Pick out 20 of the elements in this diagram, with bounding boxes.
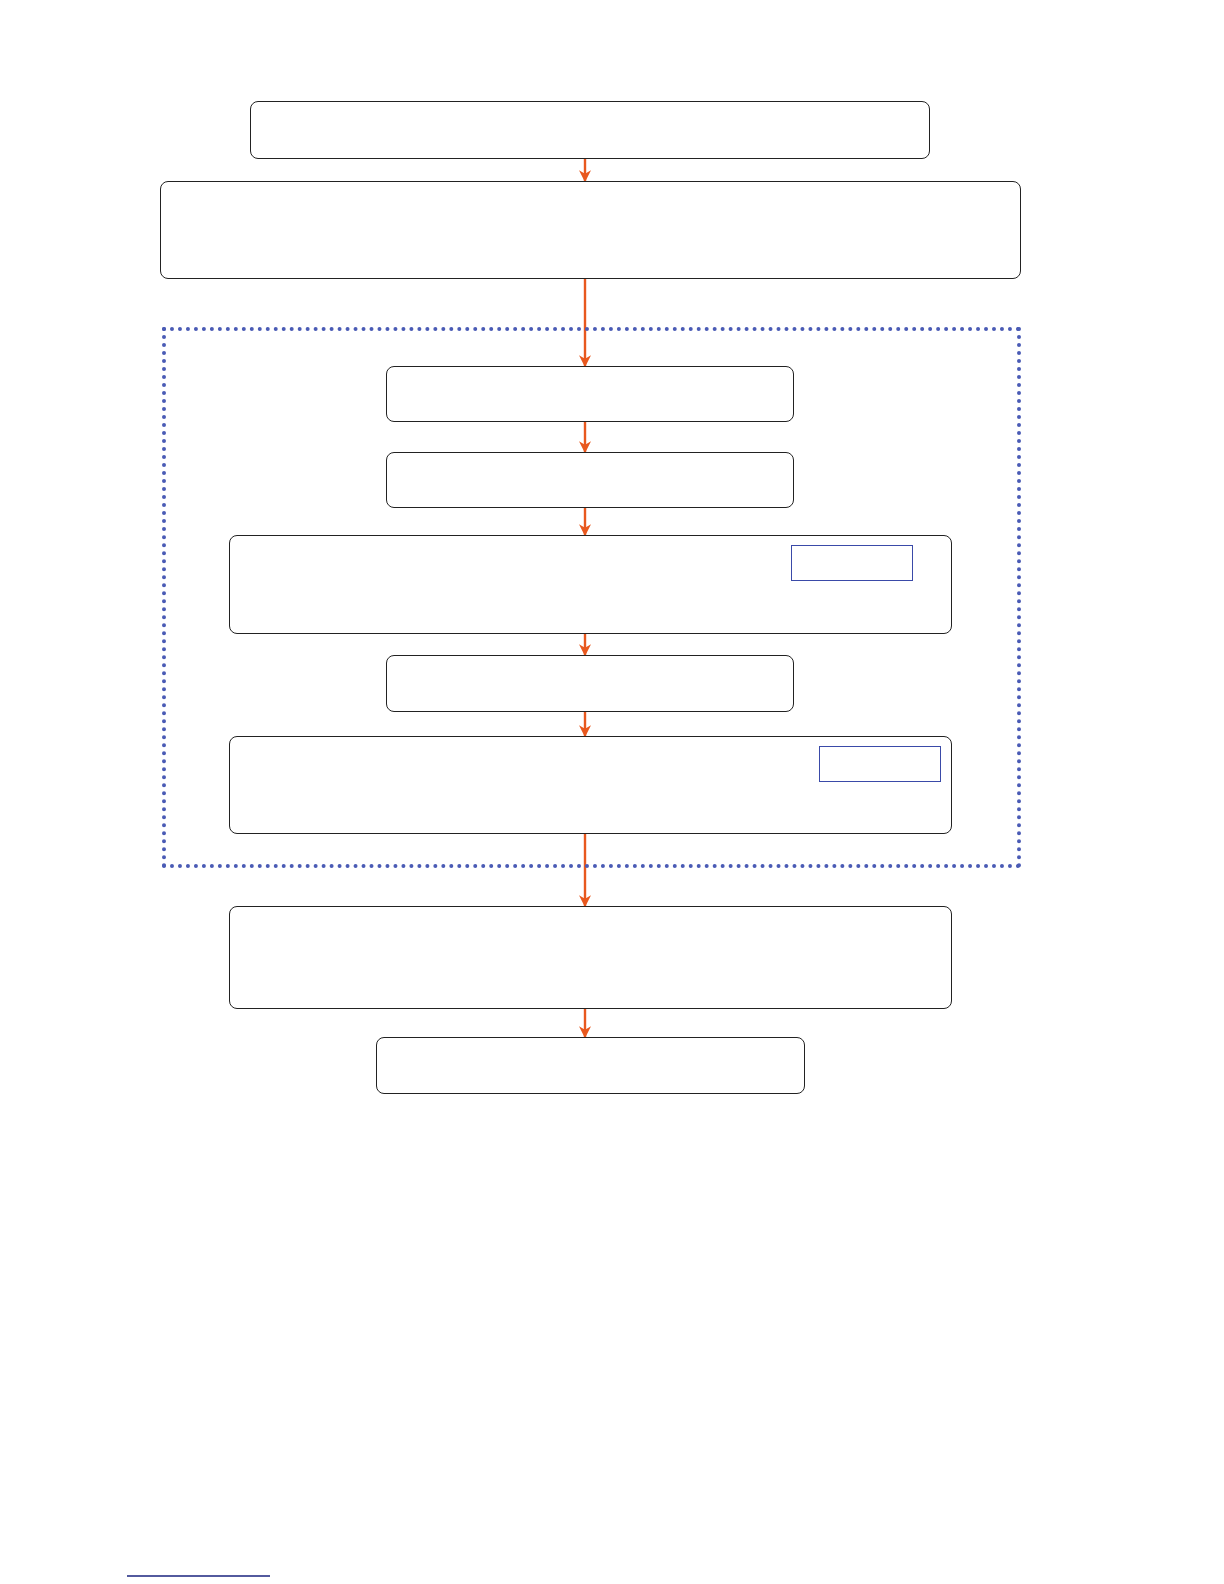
arrow <box>579 834 591 908</box>
process-box <box>250 101 930 159</box>
arrow <box>579 712 591 738</box>
process-box <box>229 736 952 834</box>
dotted-group-frame <box>162 327 1021 868</box>
process-box <box>386 452 794 508</box>
process-box <box>229 535 952 634</box>
arrow <box>579 422 591 454</box>
process-box <box>386 655 794 712</box>
process-box <box>386 366 794 422</box>
arrow <box>579 508 591 537</box>
small-box <box>818 745 941 782</box>
process-box <box>160 181 1021 279</box>
arrow <box>579 1009 591 1039</box>
small-box <box>790 544 913 581</box>
arrow <box>579 634 591 657</box>
process-box <box>376 1037 805 1094</box>
arrow <box>579 159 591 183</box>
process-box <box>229 906 952 1009</box>
arrow <box>579 279 591 368</box>
